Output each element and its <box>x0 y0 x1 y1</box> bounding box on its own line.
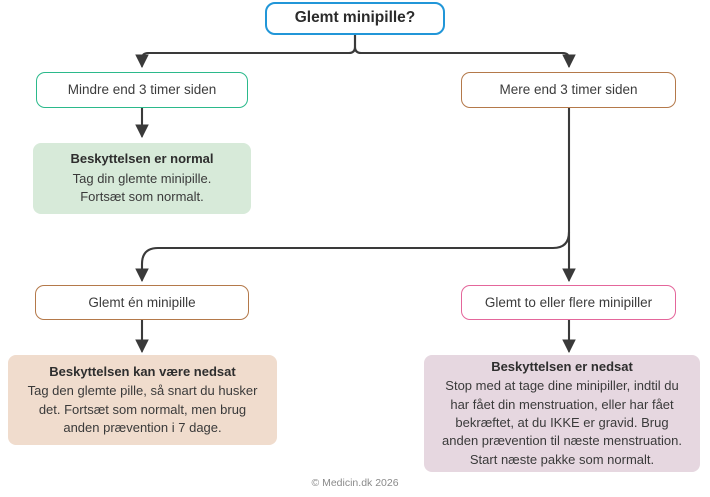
connector-root-split-left <box>135 33 357 69</box>
node-root-question[interactable]: Glemt minipille? <box>265 2 445 35</box>
node-more-than-3-hours[interactable]: Mere end 3 timer siden <box>461 72 676 108</box>
panel-outcome-reduced-title: Beskyttelsen er nedsat <box>491 358 633 374</box>
node-more-than-3-hours-label: Mere end 3 timer siden <box>499 82 638 98</box>
node-less-than-3-hours-label: Mindre end 3 timer siden <box>67 82 217 98</box>
panel-outcome-normal-title: Beskyttelsen er normal <box>70 151 214 167</box>
node-one-pill-missed[interactable]: Glemt én minipille <box>35 285 249 320</box>
panel-outcome-possibly-reduced: Beskyttelsen kan være nedsat Tag den gle… <box>8 355 277 445</box>
node-two-or-more-pills-missed-label: Glemt to eller flere minipiller <box>484 294 653 310</box>
node-root-label: Glemt minipille? <box>294 9 416 27</box>
connector-root-split-right <box>353 33 576 69</box>
panel-outcome-reduced: Beskyttelsen er nedsat Stop med at tage … <box>424 355 700 472</box>
node-less-than-3-hours[interactable]: Mindre end 3 timer siden <box>36 72 248 108</box>
copyright-footer: © Medicin.dk 2026 <box>311 477 399 489</box>
panel-outcome-normal-body: Tag din glemte minipille. Fortsæt som no… <box>72 170 212 205</box>
connector-more3h-to-one-pill <box>135 230 571 283</box>
panel-outcome-normal: Beskyttelsen er normal Tag din glemte mi… <box>33 143 251 214</box>
node-two-or-more-pills-missed[interactable]: Glemt to eller flere minipiller <box>461 285 676 320</box>
node-one-pill-missed-label: Glemt én minipille <box>88 294 196 310</box>
panel-outcome-possibly-reduced-title: Beskyttelsen kan være nedsat <box>49 363 236 379</box>
panel-outcome-possibly-reduced-body: Tag den glemte pille, så snart du husker… <box>27 383 258 435</box>
panel-outcome-reduced-body: Stop med at tage dine minipiller, indtil… <box>442 378 682 467</box>
